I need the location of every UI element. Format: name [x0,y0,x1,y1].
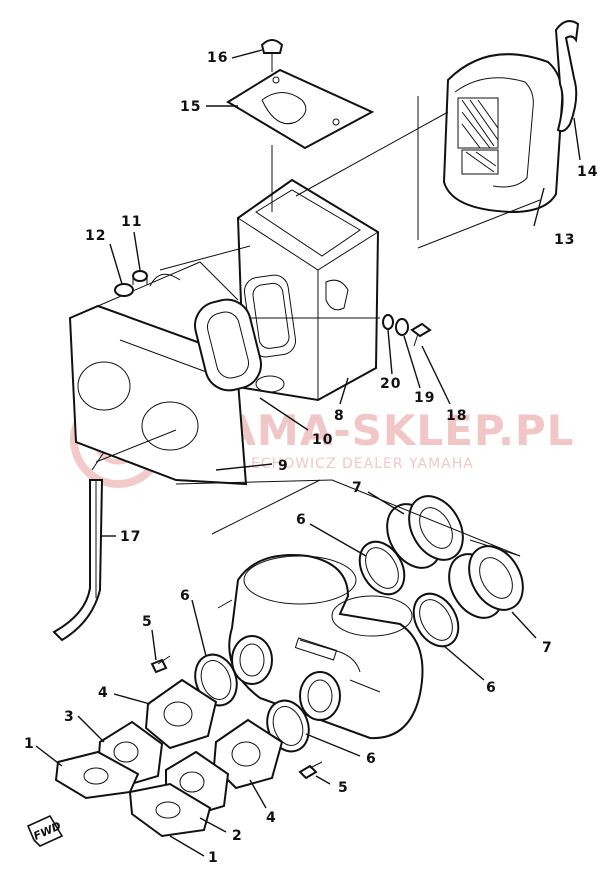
part-7-joint-upper [386,495,464,569]
part-5-screw-a [150,655,171,674]
callout-6-lower: 6 [366,751,377,767]
callout-12: 12 [85,228,106,244]
part-5-screw-b [298,761,323,780]
part-15-gasket [226,68,375,150]
part-11-washer [132,270,148,285]
part-12-nut [114,283,134,297]
callout-1-lower: 1 [208,850,219,866]
part-1-gasket-b [128,782,212,838]
callout-8: 8 [334,408,345,424]
callout-10: 10 [312,432,333,448]
part-4-joint-a [144,678,218,750]
callout-labels: 16 15 14 13 11 12 20 19 8 18 10 9 7 6 17… [24,50,598,866]
callout-5-lower: 5 [338,780,349,796]
callout-3: 3 [64,709,75,725]
forward-direction-badge: FWD [26,814,64,847]
callout-19: 19 [414,390,435,406]
part-13-filter-element [442,53,564,214]
watermark: YAMA-SKLEP.PL MOJOLECHOWICZ DEALER YAMAH… [70,392,574,488]
leader-lines [35,49,581,857]
part-18-bolt [410,322,432,347]
carburetor-assembly [217,554,424,740]
callout-11: 11 [121,214,142,230]
callout-4-left: 4 [98,685,109,701]
watermark-title: YAMA-SKLEP.PL [195,406,574,455]
callout-1-left: 1 [24,736,35,752]
part-6-clamp-c [194,653,238,707]
part-10-seal [194,298,262,392]
assembly-lines [91,96,541,557]
callout-20: 20 [380,376,401,392]
part-20-washer [382,314,394,330]
callout-17: 17 [120,529,141,545]
part-17-breather-hose [52,479,104,642]
callout-14: 14 [577,164,598,180]
callout-2: 2 [232,828,243,844]
part-6-clamp-a [358,540,406,596]
callout-7-upper: 7 [352,480,363,496]
part-19-grommet [395,318,409,336]
callout-6-upper: 6 [296,512,307,528]
callout-16: 16 [207,50,228,66]
callout-9: 9 [278,458,289,474]
part-14-clip [554,20,580,133]
callout-18: 18 [446,408,467,424]
callout-6-left: 6 [180,588,191,604]
part-7-joint-lower [448,545,524,619]
watermark-subtitle: MOJOLECHOWICZ DEALER YAMAHA [200,456,474,472]
part-16-cap-nut [260,39,284,72]
callout-6-right: 6 [486,680,497,696]
part-6-clamp-b [412,592,460,648]
callout-7-lower: 7 [542,640,553,656]
callout-4-lower: 4 [266,810,277,826]
callout-15: 15 [180,99,201,115]
callout-13: 13 [554,232,575,248]
callout-5-upper: 5 [142,614,153,630]
